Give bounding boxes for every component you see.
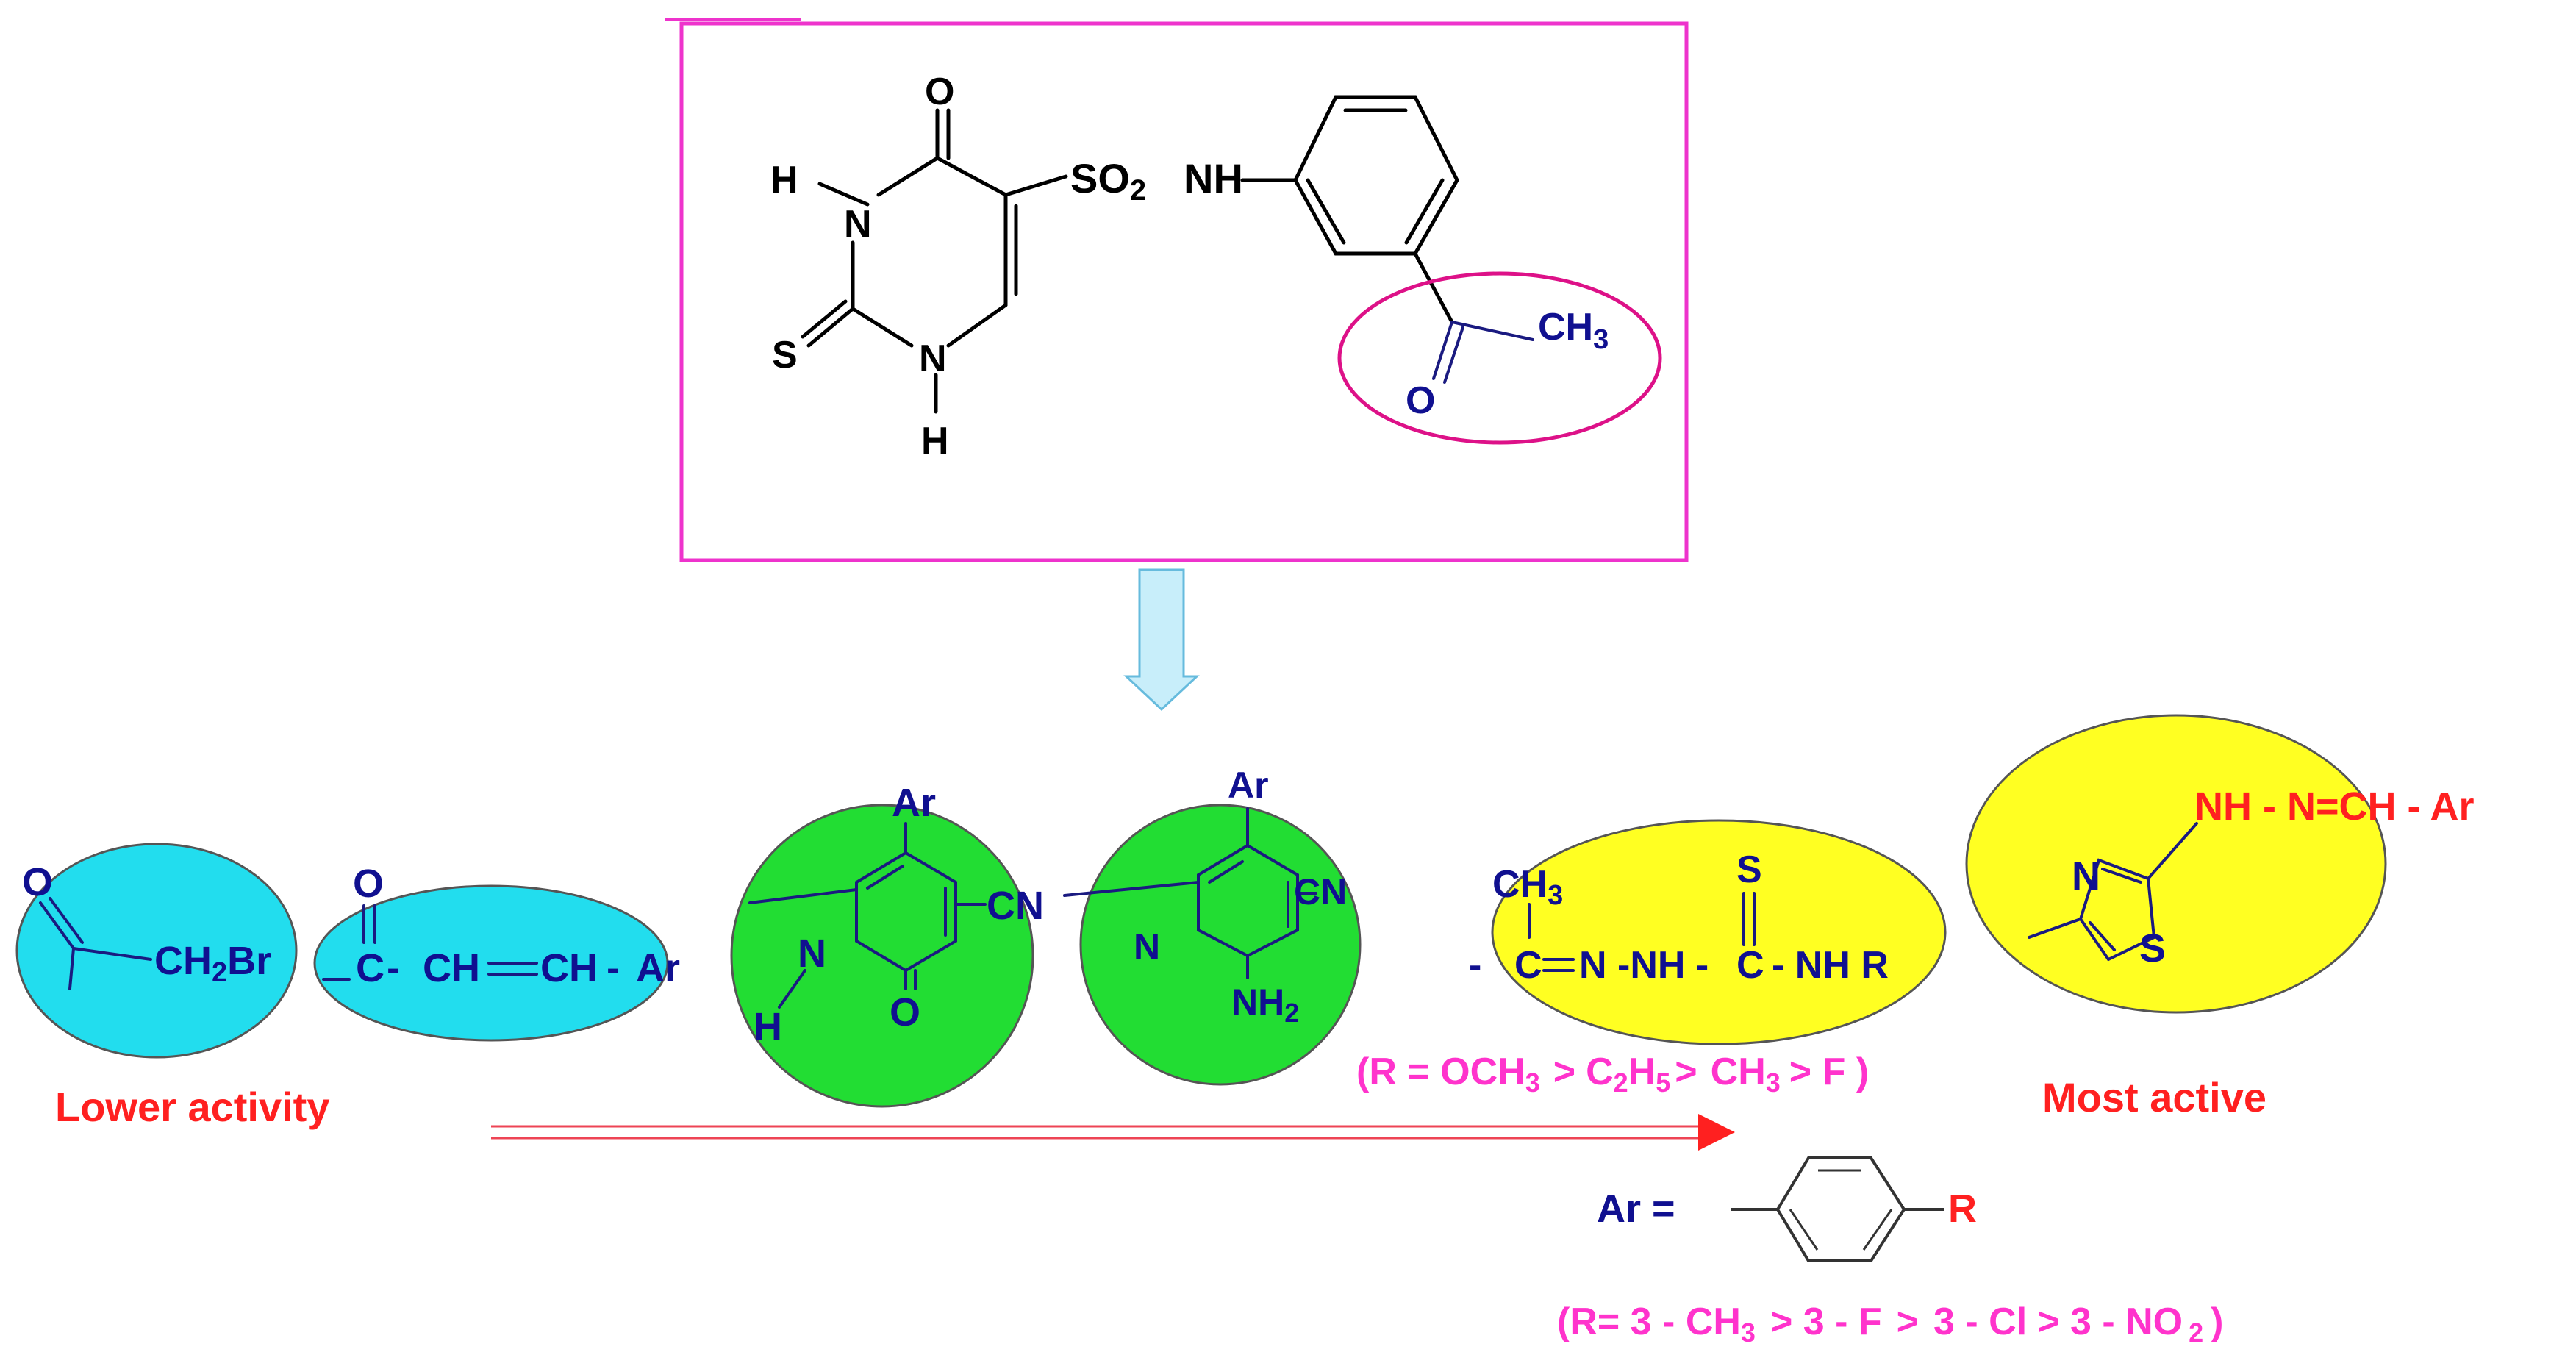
aminopyridine-ar-label: Ar <box>1228 765 1269 806</box>
aryl-acetyl-bond <box>1413 251 1454 324</box>
bromoacetyl-o-label: O <box>22 860 53 904</box>
linker-nh-label: NH <box>1184 155 1243 201</box>
bromoacetyl-ellipse <box>15 843 298 1059</box>
chalcone-dash-2: - <box>607 946 620 990</box>
thione-s-label: S <box>772 334 798 376</box>
acetyl-group: O CH3 <box>1337 271 1662 445</box>
n3-label: N <box>844 203 872 246</box>
pyridone-n-label: N <box>798 931 826 976</box>
lead-compound: O H N S N H SO2 NH O CH3 <box>665 18 1689 562</box>
lead-benzene-ring <box>1293 95 1459 256</box>
thiosemicarbazone-group: CH3 - C N -NH - S C - NH R <box>1469 819 1947 1045</box>
pyridone-cn-label: CN <box>987 884 1044 928</box>
sulfonyl-label: SO2 <box>1070 155 1146 207</box>
chalcone-o-label: O <box>353 862 384 906</box>
tsc-c2-label: C <box>1736 944 1764 987</box>
bromoacetyl-ch2br-label: CH2Br <box>154 939 271 988</box>
ar-r-label: R <box>1948 1187 1977 1231</box>
pyridone-ar-label: Ar <box>892 781 936 825</box>
tsc-nhr-label: - NH R <box>1772 944 1889 987</box>
thiazole-chain-label: NH - N=CH - Ar <box>2194 784 2475 829</box>
ar-equals-label: Ar = <box>1597 1187 1675 1231</box>
thiazole-s-label: S <box>2139 926 2166 970</box>
acetyl-o-label: O <box>1406 379 1435 422</box>
aminopyridine-nh2-label: NH2 <box>1231 981 1299 1028</box>
chalcone-ch2-label: CH <box>540 946 598 990</box>
pyridone-h-label: H <box>754 1005 782 1049</box>
acetyl-ch3-label: CH3 <box>1538 306 1609 355</box>
chalcone-ch1-label: CH <box>423 946 480 990</box>
aminopyridine-group: Ar CN N NH2 <box>1063 765 1362 1086</box>
bromoacetyl-group: O CH2Br <box>15 843 298 1059</box>
chalcone-group: O C - CH CH - Ar <box>313 862 680 1042</box>
aminopyridine-circle <box>1079 804 1362 1086</box>
thiosemicarbazone-ellipse <box>1491 819 1947 1045</box>
thiazole-ellipse <box>1965 714 2387 1014</box>
lead-box <box>679 21 1689 562</box>
chalcone-c-label: C <box>356 946 384 990</box>
h3-label: H <box>921 420 949 462</box>
pyrimidine-ring <box>801 108 1068 414</box>
carbonyl-o-label: O <box>925 71 954 113</box>
down-arrow <box>1123 568 1200 712</box>
tsc-n-nh-label: N -NH - <box>1579 944 1709 987</box>
lower-activity-label: Lower activity <box>55 1084 329 1130</box>
pyridone-group: Ar CN N H O <box>730 781 1044 1108</box>
chalcone-ar-label: Ar <box>636 946 680 990</box>
thiazole-group: N S NH - N=CH - Ar <box>1965 714 2475 1014</box>
tsc-lead-dash: - <box>1469 944 1481 987</box>
n1-label: N <box>919 337 947 380</box>
aminopyridine-cn-label: CN <box>1294 871 1347 912</box>
tsc-c-label: C <box>1514 944 1542 987</box>
activity-trend-arrow <box>491 1114 1735 1151</box>
r-series-thiosemicarbazone: (R = OCH3>C2H5>CH3> F ) <box>1356 1051 1869 1098</box>
ar-definition: Ar = R <box>1597 1156 1977 1262</box>
thiazole-n-label: N <box>2072 854 2100 898</box>
chalcone-dash: - <box>387 946 400 990</box>
tsc-s-label: S <box>1736 848 1762 891</box>
most-active-label: Most active <box>2042 1074 2266 1120</box>
tsc-ch3-label: CH3 <box>1492 863 1563 911</box>
pyridone-o-label: O <box>890 990 920 1034</box>
aminopyridine-n-label: N <box>1134 926 1160 968</box>
acetyl-highlight <box>1337 271 1662 445</box>
ar-benzene-ring <box>1775 1156 1906 1262</box>
h1-label: H <box>770 159 798 201</box>
